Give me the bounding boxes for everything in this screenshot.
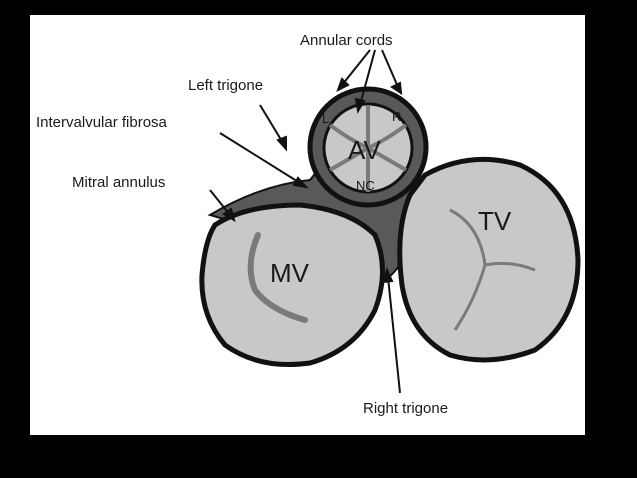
label-mitral-valve: MV bbox=[270, 258, 310, 288]
label-aortic-valve: AV bbox=[348, 135, 381, 165]
label-tricuspid-valve: TV bbox=[478, 206, 512, 236]
mitral-valve bbox=[199, 202, 385, 368]
annotation-arrows bbox=[209, 49, 403, 394]
tricuspid-leaflet-line-2 bbox=[484, 261, 536, 272]
label-right-trigone: Right trigone bbox=[363, 400, 448, 417]
label-intervalvular-fibrosa: Intervalvular fibrosa bbox=[36, 114, 168, 131]
label-left-trigone: Left trigone bbox=[188, 77, 263, 94]
tricuspid-leaflet-line-1 bbox=[449, 208, 487, 266]
label-cusp-right: R bbox=[392, 109, 401, 124]
label-cusp-left: L bbox=[322, 111, 329, 126]
tricuspid-valve bbox=[397, 156, 581, 363]
label-cusp-non-coronary: NC bbox=[356, 178, 375, 193]
diagram-panel: Annular cords Left trigone Intervalvular… bbox=[30, 15, 585, 435]
tricuspid-leaflet-line-3 bbox=[453, 264, 487, 331]
mitral-leaflet-line bbox=[247, 232, 308, 323]
heart-valves-diagram: Annular cords Left trigone Intervalvular… bbox=[36, 32, 581, 417]
aortic-cusp-lines bbox=[328, 105, 408, 192]
label-mitral-annulus: Mitral annulus bbox=[72, 174, 165, 191]
label-annular-cords: Annular cords bbox=[300, 32, 393, 49]
